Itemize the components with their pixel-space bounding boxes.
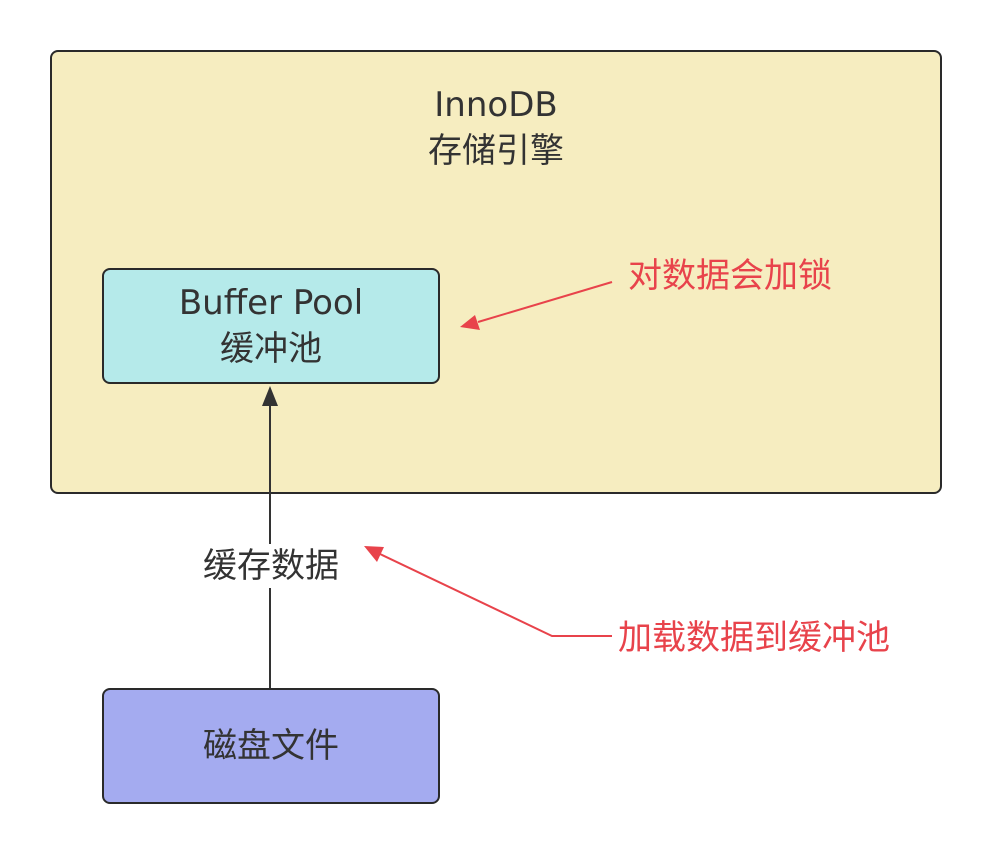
buffer-pool-subtitle: 缓冲池 — [220, 329, 322, 369]
buffer-pool-name: Buffer Pool — [178, 283, 364, 323]
buffer-pool-text: Buffer Pool 缓冲池 — [104, 270, 438, 382]
load-annotation: 加载数据到缓冲池 — [618, 618, 890, 658]
lock-annotation-arrow — [460, 281, 613, 330]
engine-name: InnoDB — [434, 85, 558, 125]
disk-to-pool-arrow — [262, 386, 278, 688]
engine-subtitle: 存储引擎 — [428, 131, 564, 171]
lock-annotation: 对数据会加锁 — [628, 256, 832, 296]
disk-file-box: 磁盘文件 — [102, 688, 440, 804]
disk-file-label: 磁盘文件 — [203, 726, 339, 766]
load-annotation-arrow — [364, 546, 612, 637]
buffer-pool-box: Buffer Pool 缓冲池 — [102, 268, 440, 384]
flow-label: 缓存数据 — [186, 544, 356, 588]
engine-title: InnoDB 存储引擎 — [52, 82, 940, 174]
disk-file-text: 磁盘文件 — [104, 690, 438, 802]
